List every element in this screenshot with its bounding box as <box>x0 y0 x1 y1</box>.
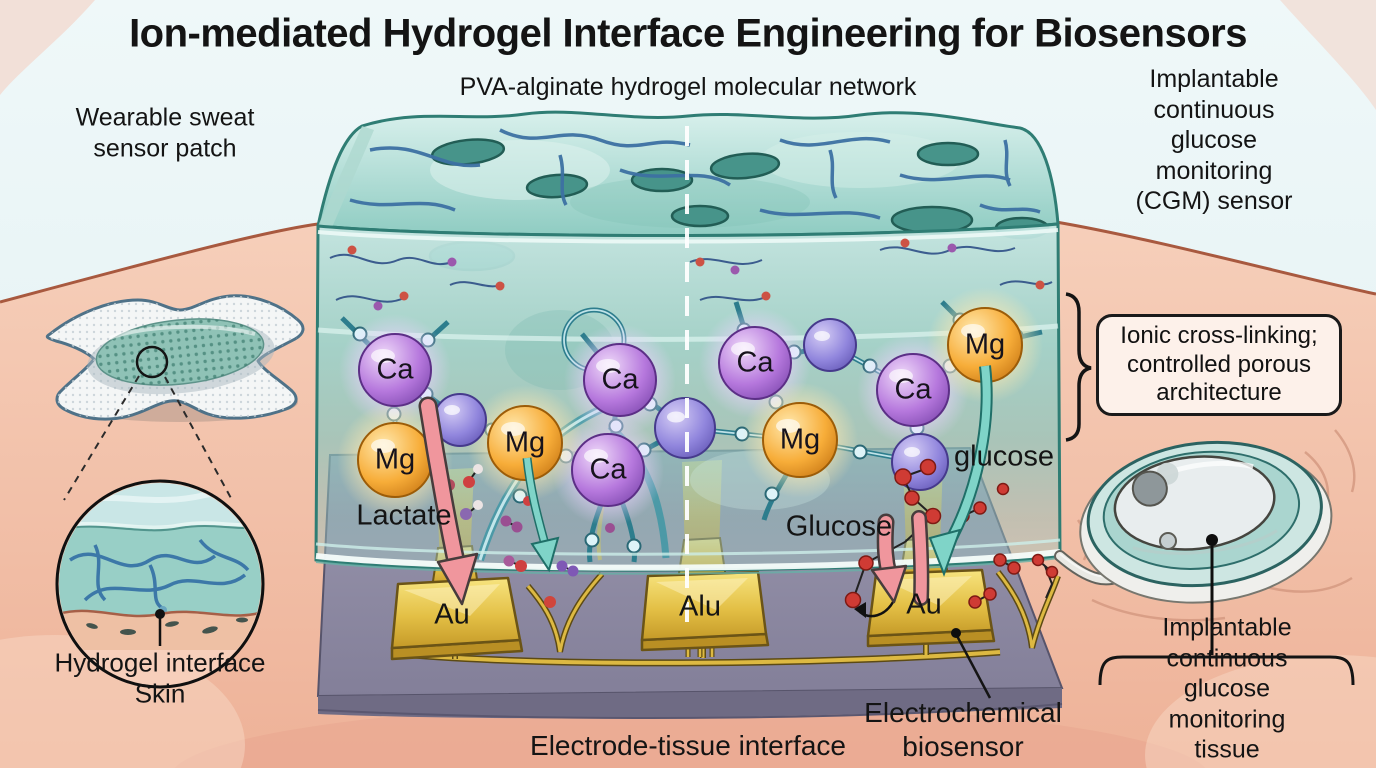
cgm-device <box>1054 440 1333 655</box>
ion-ca: Ca <box>376 353 414 386</box>
wearable-patch-label: Wearable sweat sensor patch <box>75 103 255 163</box>
lactate-label: Lactate <box>356 499 452 532</box>
ion-ca: Ca <box>589 453 627 486</box>
cgm-sensor-label: Implantable continuous glucose monitorin… <box>1135 64 1293 215</box>
flow-arrows <box>418 365 993 606</box>
glucose-flow-label: glucose <box>954 440 1054 473</box>
gold-traces <box>401 570 1061 667</box>
hydrogel-skin-inset <box>55 479 265 689</box>
gel-bottom-band <box>315 538 1061 575</box>
electrode-pad-left <box>390 576 522 650</box>
magnesium-ions <box>357 307 1023 498</box>
ion-ca: Ca <box>736 346 774 379</box>
ion-mg: Mg <box>964 328 1006 361</box>
bottom-bracket <box>1098 655 1355 686</box>
gel-top-fibers <box>349 128 1041 220</box>
annotation-shapes <box>954 292 1355 699</box>
crosslink-callout: Ionic cross-linking; controlled porous a… <box>1096 314 1342 416</box>
tissue-integration-label: Implantable continuous glucose monitorin… <box>1162 613 1292 768</box>
ion-mg: Mg <box>374 443 416 476</box>
page-title: Ion-mediated Hydrogel Interface Engineer… <box>129 11 1247 56</box>
glucose-molecule-label: Glucose <box>785 510 893 543</box>
ion-mg: Mg <box>779 423 821 456</box>
biosensor-pointer <box>954 633 992 699</box>
magnifier-lines <box>63 375 233 501</box>
ion-mg: Mg <box>504 426 546 459</box>
electrode-label-left: Au <box>434 598 470 631</box>
device-port <box>1131 470 1168 507</box>
ion-ca: Ca <box>894 373 932 406</box>
inset-label: Hydrogel interface Skin <box>54 647 266 708</box>
electrode-tissue-label: Electrode-tissue interface <box>530 729 846 761</box>
electrode-label-right: Au <box>906 588 942 621</box>
hydrogel-block <box>314 110 1062 572</box>
wearable-patch-illustration <box>45 294 305 501</box>
curly-brace <box>1065 292 1092 442</box>
electrode-label-center: Alu <box>679 590 721 623</box>
magnifier-circle <box>135 345 169 379</box>
network-subtitle: PVA-alginate hydrogel molecular network <box>459 72 917 101</box>
ion-ca: Ca <box>601 363 639 396</box>
biosensor-label: Electrochemical biosensor <box>864 696 1062 762</box>
strand-beads <box>347 238 1045 311</box>
